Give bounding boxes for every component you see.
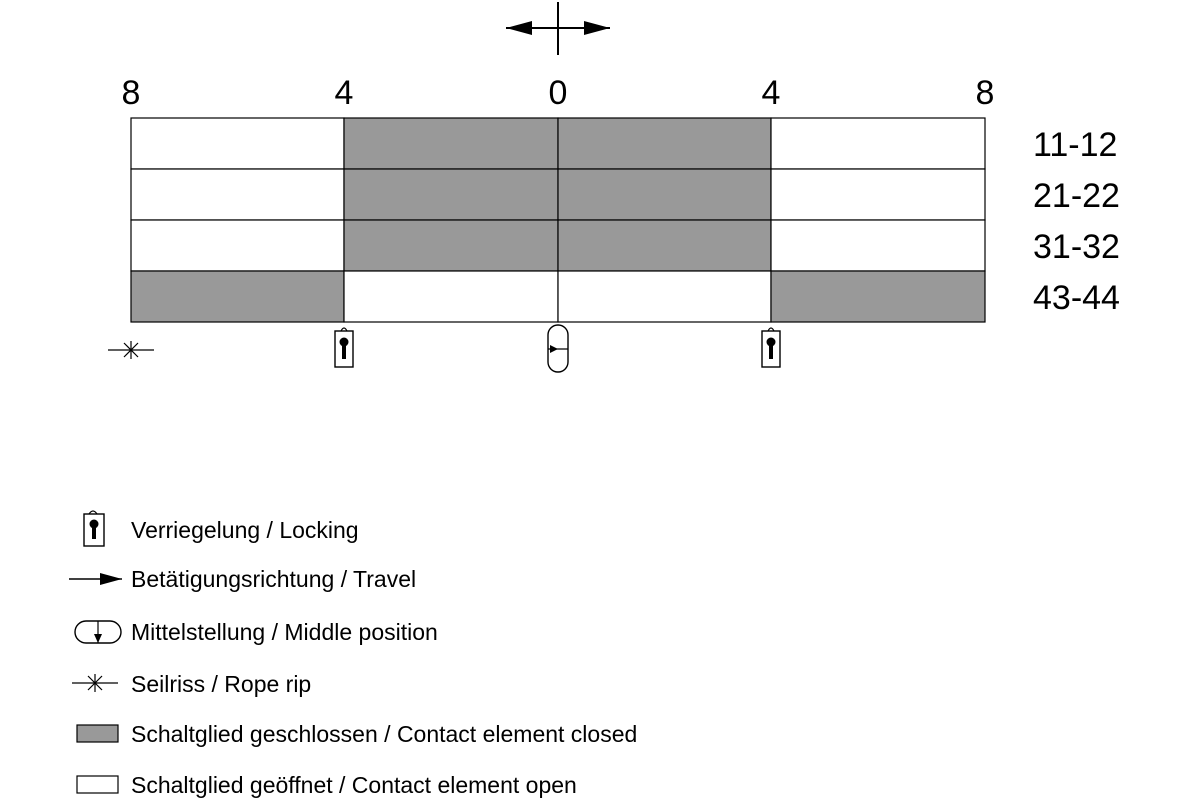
scale-label: 0 bbox=[549, 74, 568, 112]
contact-label: 21-22 bbox=[1033, 177, 1120, 215]
lock-icon bbox=[761, 327, 781, 368]
scale-label: 4 bbox=[762, 74, 781, 112]
scale-label: 8 bbox=[122, 74, 141, 112]
cell-closed bbox=[130, 270, 345, 323]
rope-rip-icon bbox=[108, 341, 154, 359]
cell-closed bbox=[343, 168, 559, 221]
open-swatch-icon bbox=[76, 775, 119, 794]
cell-closed bbox=[343, 117, 559, 170]
cell-closed bbox=[557, 219, 772, 272]
scale-labels: 8 4 0 4 8 bbox=[122, 74, 995, 112]
contact-grid bbox=[130, 117, 986, 323]
arrow-right-icon bbox=[69, 573, 122, 585]
cell-closed bbox=[770, 270, 986, 323]
cell-open bbox=[770, 168, 986, 221]
legend-label: Verriegelung / Locking bbox=[131, 517, 359, 543]
lock-icon bbox=[334, 327, 354, 368]
contact-label: 11-12 bbox=[1033, 126, 1117, 164]
cell-closed bbox=[557, 117, 772, 170]
row-labels: 11-12 21-22 31-32 43-44 bbox=[1033, 126, 1120, 317]
contact-label: 43-44 bbox=[1033, 279, 1120, 317]
cell-open bbox=[557, 270, 772, 323]
cell-open bbox=[130, 117, 345, 170]
legend-label: Schaltglied geschlossen / Contact elemen… bbox=[131, 721, 637, 747]
cell-open bbox=[343, 270, 559, 323]
cell-closed bbox=[557, 168, 772, 221]
scale-label: 4 bbox=[335, 74, 354, 112]
rope-rip-icon bbox=[72, 674, 118, 692]
cell-closed bbox=[343, 219, 559, 272]
travel-direction-icon bbox=[506, 2, 610, 55]
cell-open bbox=[770, 219, 986, 272]
closed-swatch-icon bbox=[76, 724, 119, 743]
legend-label: Betätigungsrichtung / Travel bbox=[131, 566, 416, 592]
contact-label: 31-32 bbox=[1033, 228, 1120, 266]
scale-label: 8 bbox=[976, 74, 995, 112]
lock-icon bbox=[83, 510, 105, 547]
cell-open bbox=[130, 168, 345, 221]
middle-position-icon bbox=[74, 620, 122, 644]
legend: Verriegelung / Locking Betätigungsrichtu… bbox=[69, 510, 637, 798]
legend-label: Schaltglied geöffnet / Contact element o… bbox=[131, 772, 577, 798]
legend-label: Seilriss / Rope rip bbox=[131, 671, 311, 697]
middle-position-icon bbox=[547, 324, 569, 373]
cell-open bbox=[130, 219, 345, 272]
cell-open bbox=[770, 117, 986, 170]
legend-label: Mittelstellung / Middle position bbox=[131, 619, 438, 645]
